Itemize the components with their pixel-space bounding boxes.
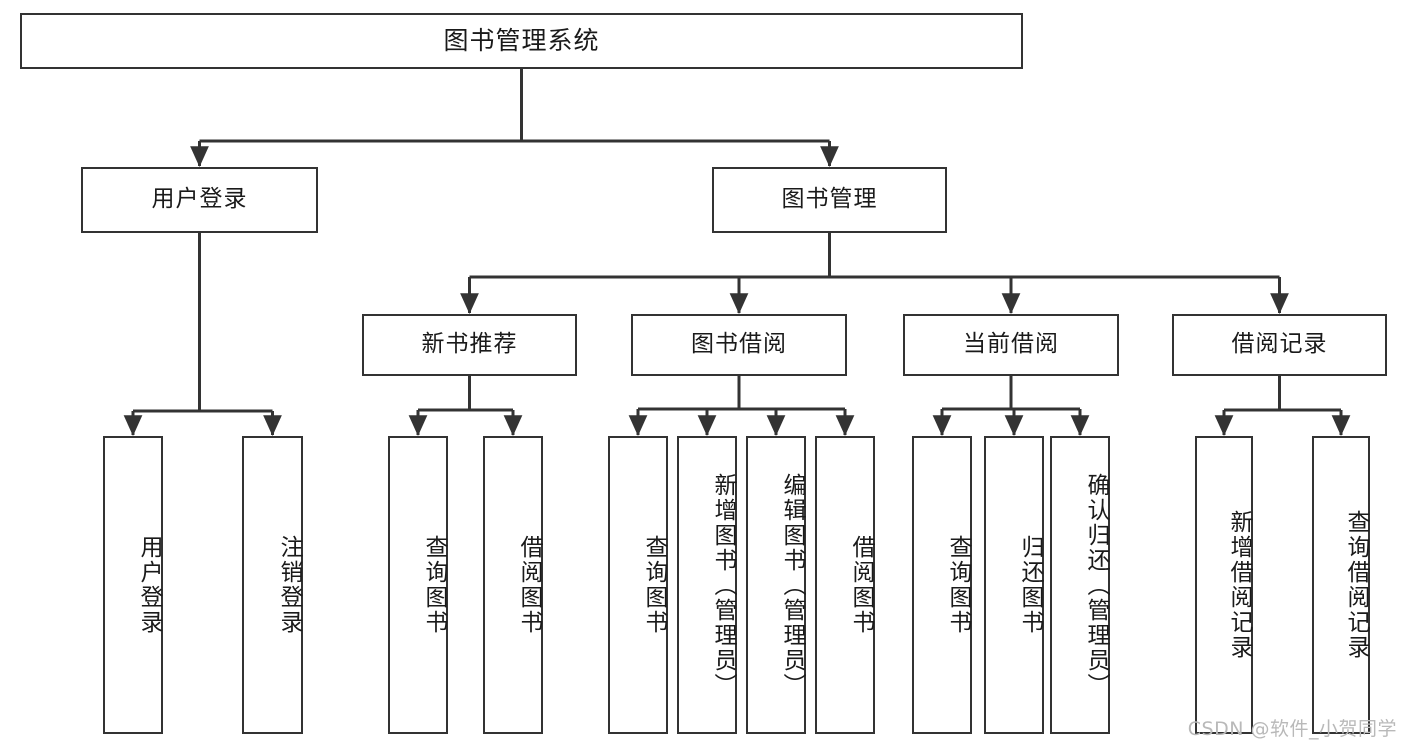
node-leaf-query-book-2[interactable]: 查询图书 [608, 436, 668, 734]
node-leaf-user-login[interactable]: 用户登录 [103, 436, 163, 734]
node-leaf-borrow-book-1[interactable]: 借阅图书 [483, 436, 543, 734]
node-label: 查询图书 [945, 535, 971, 635]
node-leaf-confirm-return[interactable]: 确认归还（管理员） [1050, 436, 1110, 734]
node-current-borrow[interactable]: 当前借阅 [903, 314, 1119, 376]
node-user-login[interactable]: 用户登录 [81, 167, 318, 233]
node-label: 当前借阅 [963, 331, 1059, 358]
node-label: 确认归还（管理员） [1083, 472, 1109, 698]
node-label: 新增借阅记录 [1226, 510, 1252, 660]
node-leaf-query-record[interactable]: 查询借阅记录 [1312, 436, 1370, 734]
watermark-label: CSDN @软件_小贺同学 [1187, 718, 1397, 740]
node-leaf-return-book[interactable]: 归还图书 [984, 436, 1044, 734]
node-label: 编辑图书（管理员） [779, 472, 805, 698]
node-leaf-add-book[interactable]: 新增图书（管理员） [677, 436, 737, 734]
node-label: 图书管理系统 [443, 26, 600, 55]
node-leaf-borrow-book-2[interactable]: 借阅图书 [815, 436, 875, 734]
node-borrow-record[interactable]: 借阅记录 [1172, 314, 1387, 376]
node-label: 查询图书 [641, 535, 667, 635]
node-book-manage[interactable]: 图书管理 [712, 167, 947, 233]
node-label: 图书借阅 [691, 331, 787, 358]
connector-paths [123, 69, 1351, 437]
node-leaf-edit-book[interactable]: 编辑图书（管理员） [746, 436, 806, 734]
node-leaf-add-record[interactable]: 新增借阅记录 [1195, 436, 1253, 734]
node-label: 新书推荐 [421, 331, 518, 358]
node-label: 用户登录 [136, 535, 162, 635]
node-label: 借阅记录 [1231, 331, 1328, 358]
node-book-borrow[interactable]: 图书借阅 [631, 314, 847, 376]
node-root[interactable]: 图书管理系统 [20, 13, 1023, 69]
node-new-book-rec[interactable]: 新书推荐 [362, 314, 577, 376]
node-label: 查询借阅记录 [1343, 510, 1369, 660]
node-label: 用户登录 [151, 186, 248, 213]
node-label: 查询图书 [421, 535, 447, 635]
node-leaf-query-book-3[interactable]: 查询图书 [912, 436, 972, 734]
node-label: 借阅图书 [848, 535, 874, 635]
node-label: 新增图书（管理员） [710, 472, 736, 698]
node-label: 归还图书 [1017, 535, 1043, 635]
node-label: 借阅图书 [516, 535, 542, 635]
node-leaf-query-book-1[interactable]: 查询图书 [388, 436, 448, 734]
node-label: 图书管理 [781, 186, 878, 213]
node-label: 注销登录 [276, 535, 302, 635]
node-leaf-logout[interactable]: 注销登录 [242, 436, 303, 734]
